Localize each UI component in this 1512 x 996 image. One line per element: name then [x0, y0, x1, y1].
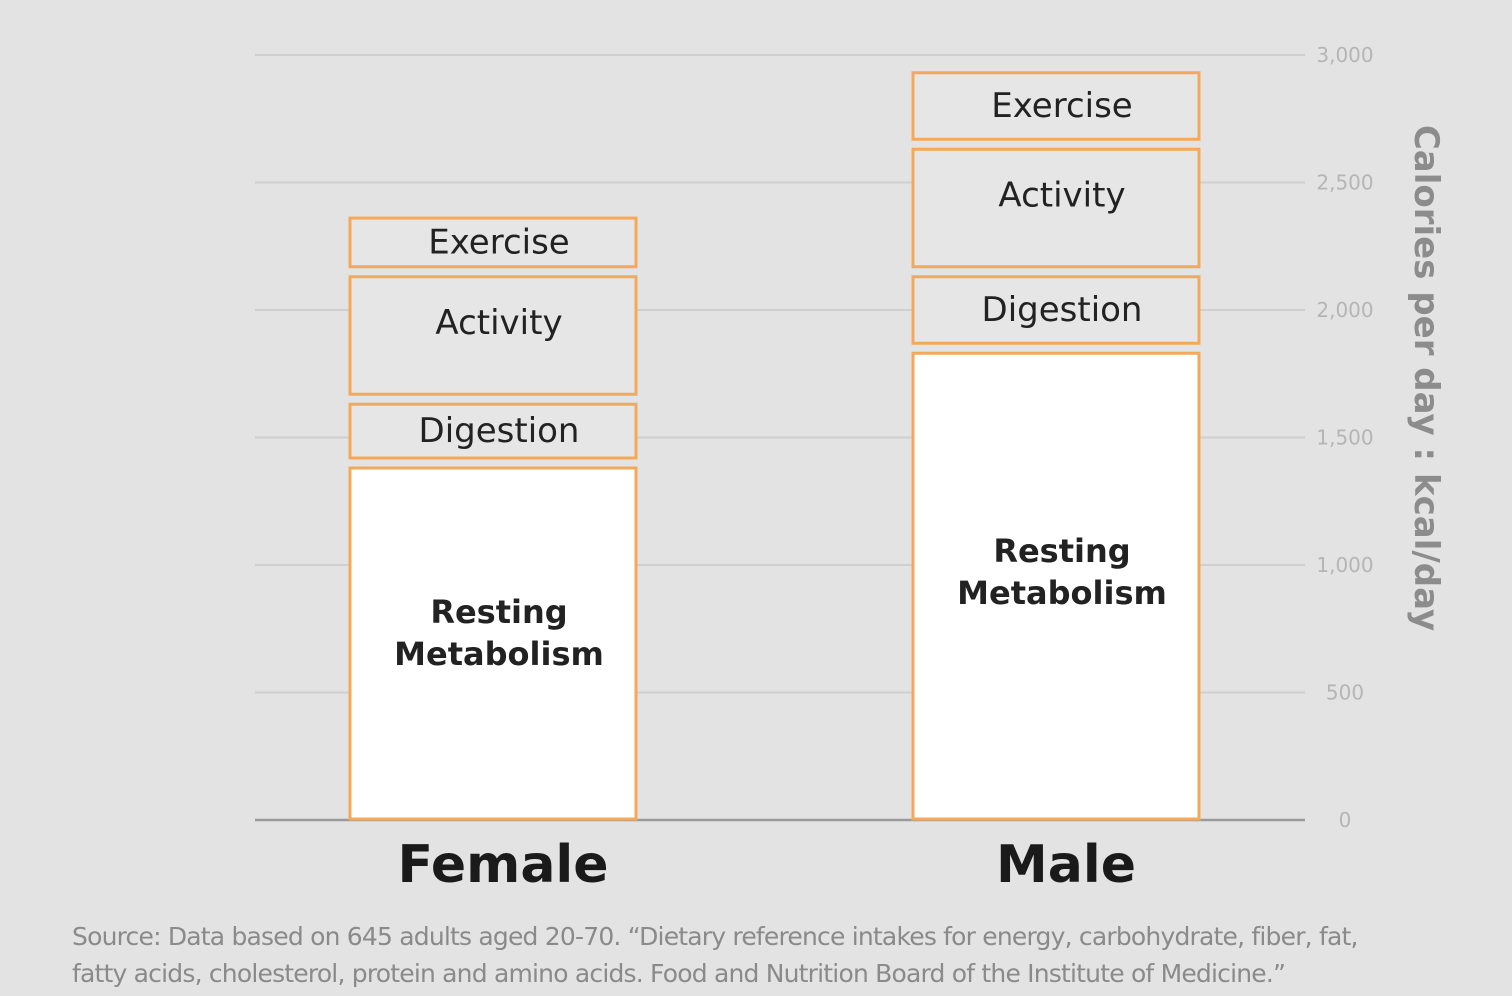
bar-segment-exercise — [348, 216, 638, 269]
bar-segment-label: Activity — [435, 303, 562, 343]
bar-segment-label: Digestion — [419, 411, 580, 451]
y-tick-label: 3,000 — [1316, 43, 1373, 67]
category-label: Male — [996, 835, 1136, 895]
category-labels: Female Male — [397, 835, 1135, 895]
stacked-bar-chart: RestingMetabolismDigestionActivityExerci… — [255, 43, 1446, 895]
category-label: Female — [397, 835, 608, 895]
bar-segment-label: Resting — [993, 532, 1130, 570]
y-tick-label: 500 — [1326, 681, 1364, 705]
bar-segment-label: Metabolism — [394, 635, 604, 673]
y-tick-label: 1,000 — [1316, 553, 1373, 577]
bar-segment-digestion — [911, 275, 1201, 345]
bar-segment-label: Resting — [430, 593, 567, 631]
bars: RestingMetabolismDigestionActivityExerci… — [348, 71, 1201, 821]
bar-segment-resting-metabolism — [348, 466, 638, 821]
y-tick-label: 2,500 — [1316, 171, 1373, 195]
bar-segment-label: Exercise — [428, 222, 569, 262]
bar-segment-label: Exercise — [991, 86, 1132, 126]
source-line-2: fatty acids, cholesterol, protein and am… — [72, 959, 1286, 988]
y-tick-label: 2,000 — [1316, 298, 1373, 322]
bar-segment-activity — [348, 275, 638, 396]
y-tick-label: 0 — [1339, 808, 1352, 832]
y-tick-label: 1,500 — [1316, 426, 1373, 450]
source-line-1: Source: Data based on 645 adults aged 20… — [72, 922, 1358, 951]
y-axis-ticks: 0 500 1,000 1,500 2,000 2,500 3,000 — [1316, 43, 1373, 832]
bar-segment-exercise — [911, 71, 1201, 141]
bar-segment-digestion — [348, 402, 638, 460]
bar-segment-resting-metabolism — [911, 351, 1201, 821]
bar-segment-label: Metabolism — [957, 574, 1167, 612]
y-axis-title: Calories per day : kcal/day — [1406, 125, 1446, 631]
source-note: Source: Data based on 645 adults aged 20… — [72, 918, 1492, 992]
bar-segment-label: Activity — [998, 175, 1125, 215]
bar-segment-label: Digestion — [982, 290, 1143, 330]
bar-segment-activity — [911, 147, 1201, 269]
